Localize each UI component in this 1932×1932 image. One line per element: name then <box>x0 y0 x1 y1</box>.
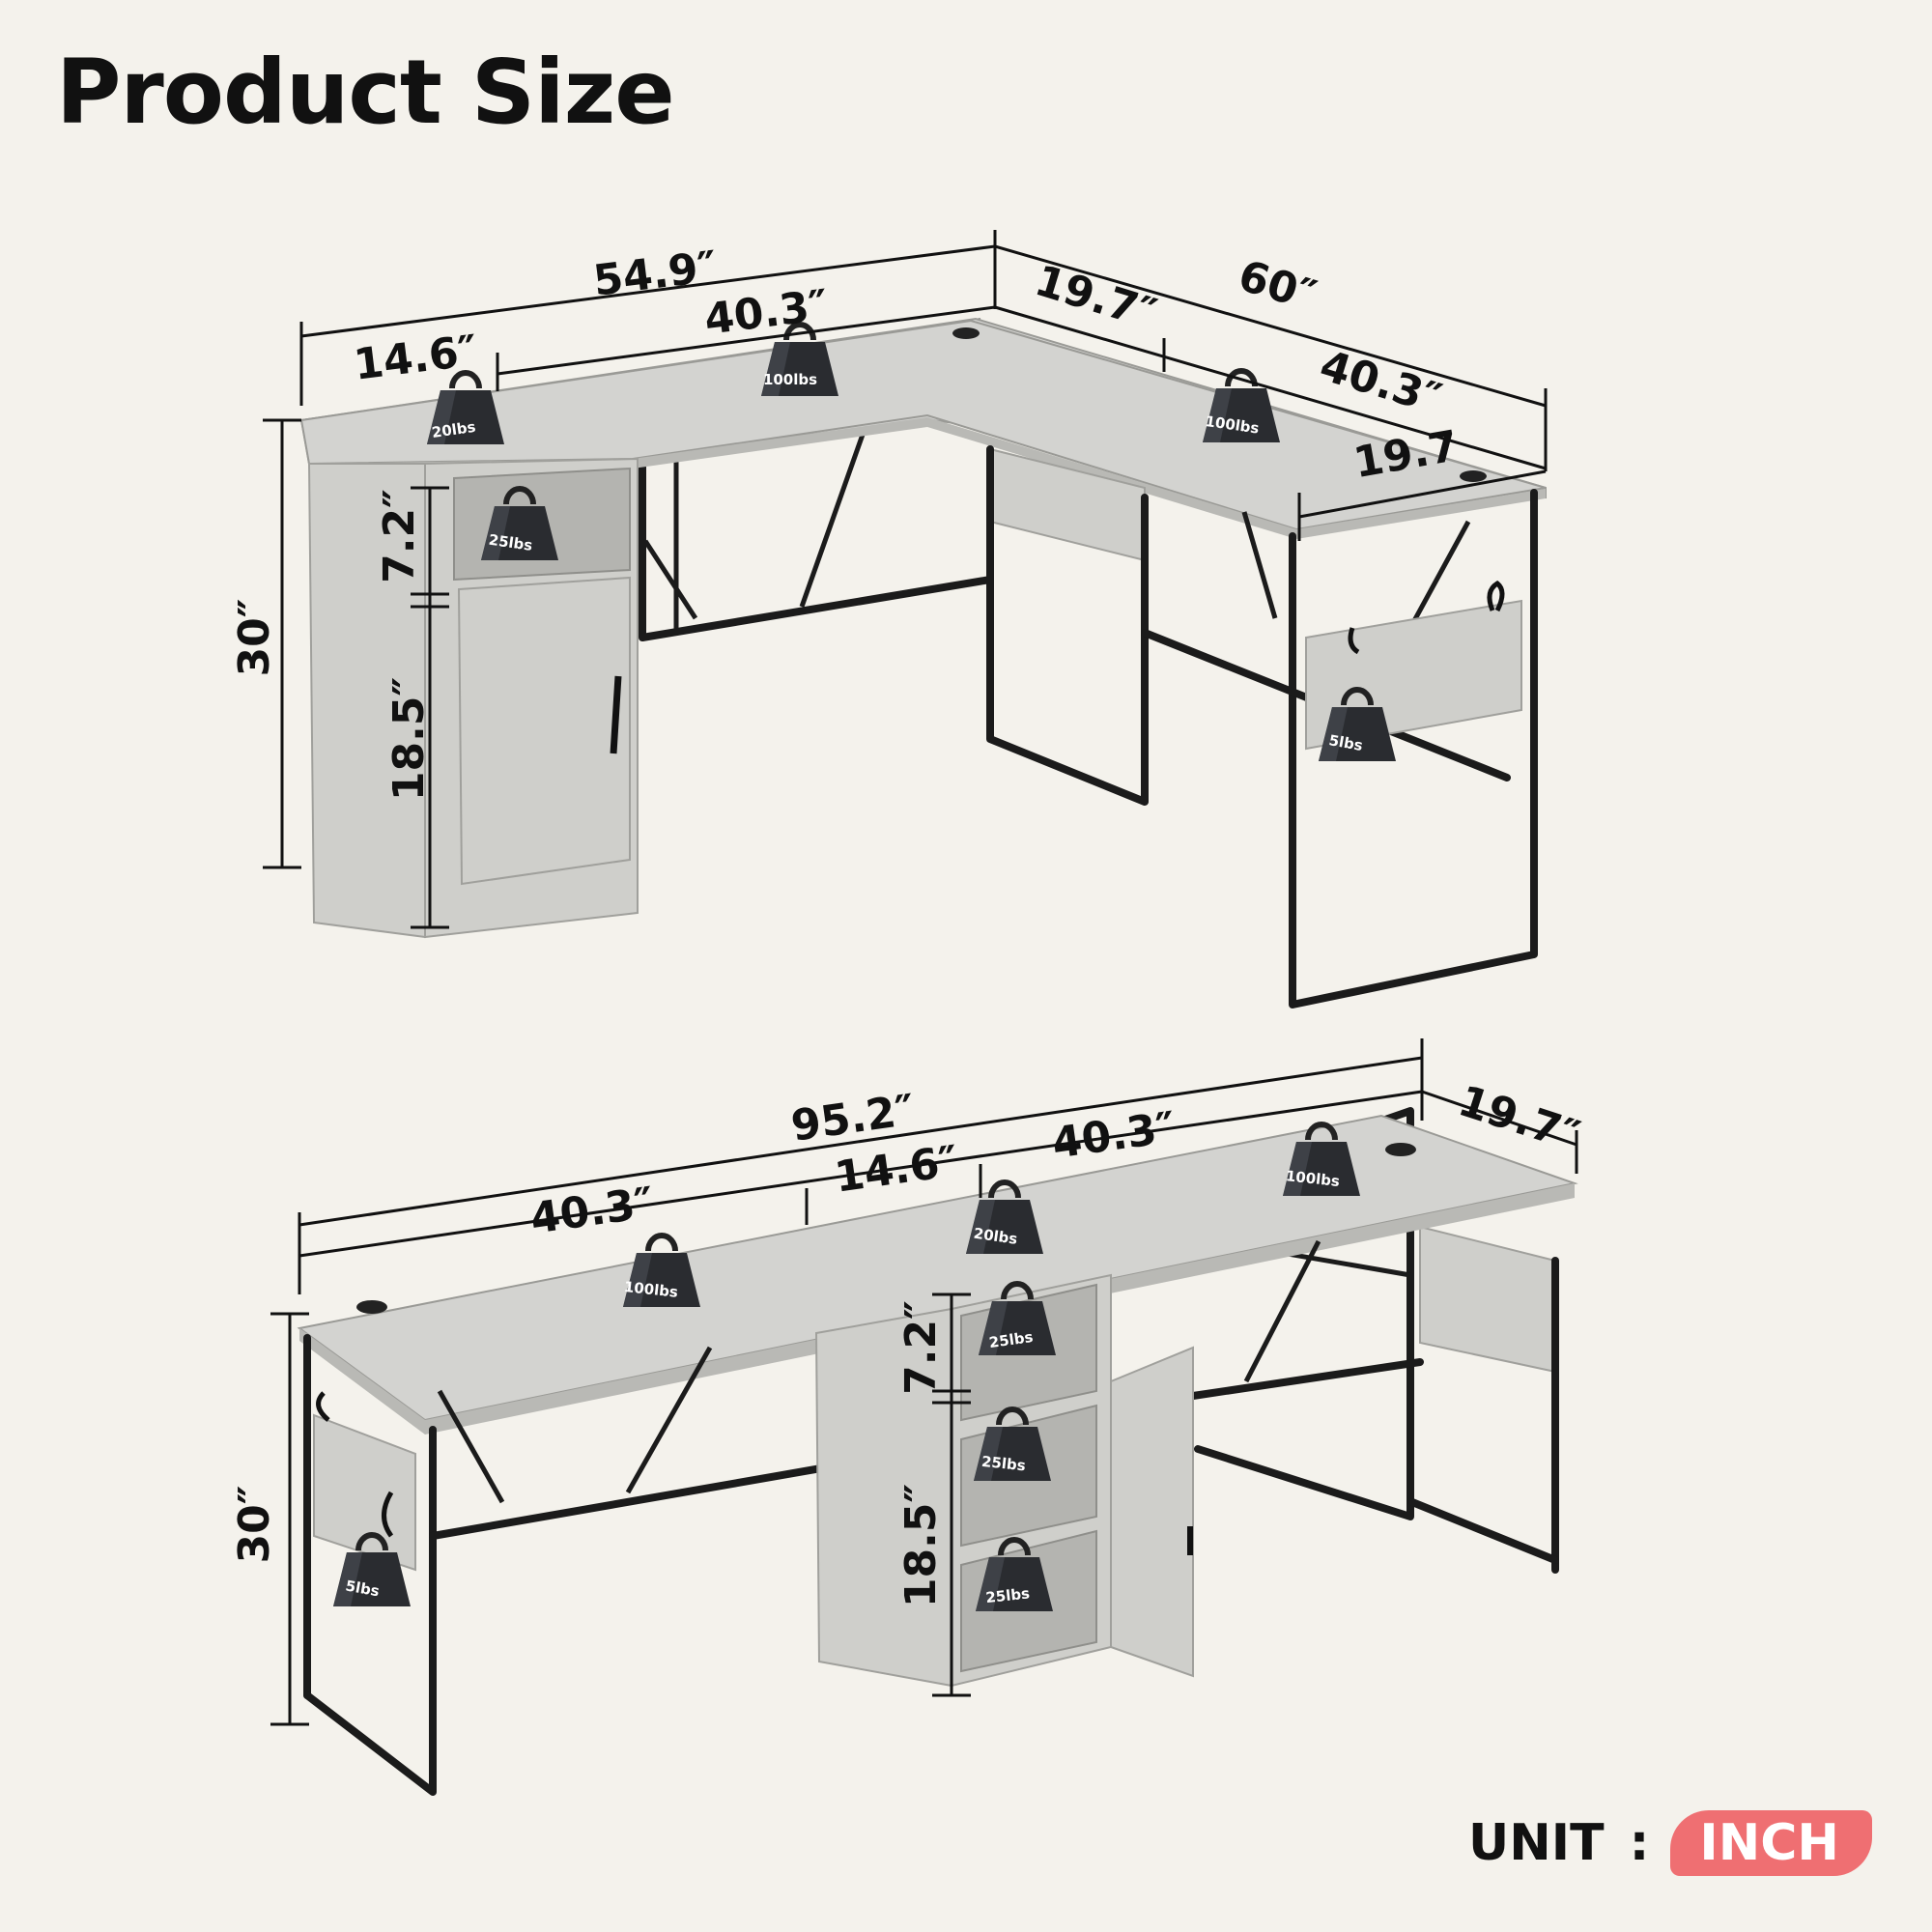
dim-l-height: 30″ <box>230 599 279 677</box>
kettlebell-s-hook: 5lbs <box>333 1535 411 1606</box>
dim-l-right-top: 40.3″ <box>1314 341 1447 424</box>
kettlebell-left-top: 100lbs <box>761 325 838 396</box>
dim-s-shelf-height: 7.2″ <box>896 1300 946 1395</box>
kettlebell-s-shelf-mid: 25lbs <box>974 1409 1051 1481</box>
straight-dimension-lines <box>270 1038 1578 1726</box>
kettlebell-s-middle-top: 20lbs <box>966 1182 1043 1254</box>
svg-text:5lbs: 5lbs <box>344 1577 381 1601</box>
kettlebell-cabinet-top: 20lbs <box>427 373 504 444</box>
dim-l-total-right: 60″ <box>1233 251 1321 321</box>
dim-l-shelf-height: 7.2″ <box>375 489 424 583</box>
svg-text:25lbs: 25lbs <box>985 1584 1031 1606</box>
svg-text:25lbs: 25lbs <box>980 1453 1026 1475</box>
kettlebell-s-shelf-top: 25lbs <box>979 1284 1056 1355</box>
kettlebell-s-left-top: 100lbs <box>623 1236 700 1307</box>
dim-s-height: 30″ <box>230 1486 279 1564</box>
dim-l-depth-right: 19.7″ <box>1029 256 1162 339</box>
dim-s-lower-height: 18.5″ <box>896 1484 946 1607</box>
dim-l-total-left: 54.9″ <box>590 242 719 305</box>
kettlebell-right-top: 100lbs <box>1203 371 1280 442</box>
kettlebell-s-right-top: 100lbs <box>1283 1124 1360 1196</box>
unit-badge: INCH <box>1670 1810 1872 1876</box>
page-title: Product Size <box>56 41 675 144</box>
kettlebell-shelf: 25lbs <box>481 489 558 560</box>
straight-desk <box>297 1107 1578 1796</box>
dim-l-door-height: 18.5″ <box>384 677 434 801</box>
unit-separator: : <box>1629 1814 1650 1872</box>
kettlebell-s-shelf-low: 25lbs <box>976 1540 1053 1611</box>
svg-text:5lbs: 5lbs <box>1327 731 1364 754</box>
kettlebell-hook: 5lbs <box>1319 690 1396 761</box>
svg-text:100lbs: 100lbs <box>1285 1167 1341 1190</box>
svg-text:100lbs: 100lbs <box>763 371 817 388</box>
unit-indicator: UNIT : INCH <box>1468 1808 1872 1878</box>
dim-l-cabinet-width: 14.6″ <box>351 326 479 389</box>
l-dimension-lines <box>263 230 1548 929</box>
unit-label: UNIT <box>1468 1814 1605 1872</box>
dim-s-total: 95.2″ <box>788 1085 918 1151</box>
svg-text:100lbs: 100lbs <box>623 1278 679 1301</box>
dim-s-middle: 14.6″ <box>832 1136 961 1202</box>
